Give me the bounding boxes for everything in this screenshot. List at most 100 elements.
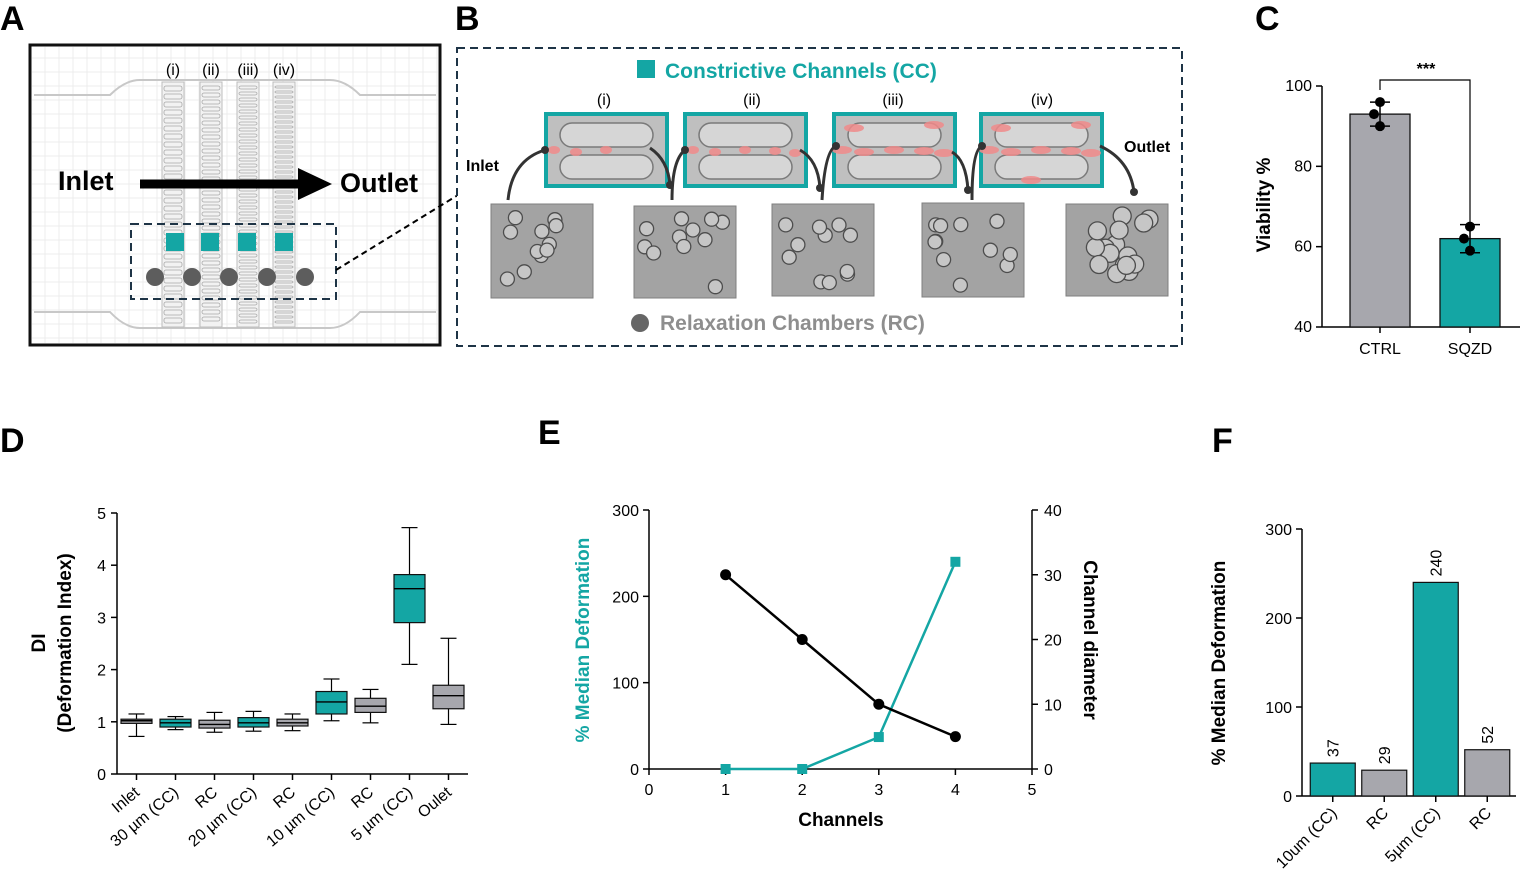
panel-label-b: B xyxy=(455,0,480,38)
channel-pillar xyxy=(163,269,183,276)
channel-pillar xyxy=(163,117,183,124)
channel-pillar xyxy=(201,134,221,140)
e-ylabel-right: Channel diameter xyxy=(1079,560,1100,720)
channel-pillar xyxy=(238,103,258,108)
channel-pillar xyxy=(274,205,294,209)
channel-pillar xyxy=(163,253,183,260)
flow-arrow-head xyxy=(964,186,972,194)
channel-pillar xyxy=(163,285,183,292)
channel-pillar xyxy=(238,115,258,120)
deformed-cell xyxy=(769,147,781,155)
cell xyxy=(932,218,949,234)
e-xtick-label: 5 xyxy=(1028,782,1037,799)
panel-label-d: D xyxy=(0,422,25,460)
d-ytick-label: 2 xyxy=(97,663,106,680)
deformed-cell xyxy=(600,146,612,154)
e-ylabel-left: % Median Deformation xyxy=(573,538,594,743)
channel-pillar xyxy=(201,120,221,126)
channel-pillar xyxy=(274,190,294,194)
channel-pillar xyxy=(238,283,258,288)
channel-pillar xyxy=(238,121,258,126)
channel-pillar xyxy=(163,85,183,92)
channel-pillar xyxy=(201,141,221,147)
channel-pillar xyxy=(201,127,221,133)
inlet-label: Inlet xyxy=(58,166,114,196)
cell xyxy=(697,232,713,248)
channel-pillar xyxy=(238,145,258,150)
channel-pillar xyxy=(274,255,294,259)
panel-label-a: A xyxy=(0,0,25,38)
rc-marker xyxy=(146,268,164,286)
panel-label-f: F xyxy=(1212,422,1233,460)
d-box xyxy=(393,573,426,624)
f-bar xyxy=(1412,581,1459,797)
channel-pillar-bottom xyxy=(559,154,654,180)
channel-pillar xyxy=(201,106,221,112)
channel-pillar xyxy=(163,173,183,180)
cell xyxy=(935,251,952,268)
flow-arrow xyxy=(799,148,822,189)
f-data-label: 37 xyxy=(1326,739,1343,757)
f-data-label: 240 xyxy=(1429,550,1446,577)
deformed-cell xyxy=(739,146,751,154)
rc-marker xyxy=(296,268,314,286)
c-data-point xyxy=(1369,109,1379,120)
channel-pillar xyxy=(274,315,294,319)
channel-pillar xyxy=(201,204,221,210)
channel-pillar xyxy=(274,150,294,154)
channel-pillar xyxy=(274,135,294,139)
channel-pillar xyxy=(201,267,221,273)
deformed-cell xyxy=(924,121,944,129)
rc-legend-label: Relaxation Chambers (RC) xyxy=(660,312,925,335)
stage-label-iv: (iv) xyxy=(1031,92,1053,109)
c-significance-bracket xyxy=(1379,79,1471,225)
channel-pillar xyxy=(274,90,294,94)
c-data-point xyxy=(1459,233,1469,244)
channel-pillar xyxy=(201,281,221,287)
cell xyxy=(1089,254,1109,275)
deformed-cell xyxy=(1001,148,1021,156)
channel-pillar-bottom xyxy=(698,154,793,180)
flow-arrow xyxy=(1099,144,1136,193)
deformed-cell xyxy=(991,124,1011,132)
cc-marker xyxy=(201,233,219,251)
channel-pillar xyxy=(201,155,221,161)
channel-pillar xyxy=(274,285,294,289)
channel-pillar xyxy=(274,320,294,324)
f-bar xyxy=(1309,762,1356,797)
e-right-tick-label: 10 xyxy=(1044,697,1062,714)
cc-marker xyxy=(166,233,184,251)
channel-pillar xyxy=(201,302,221,308)
cell xyxy=(831,217,847,233)
cc-marker xyxy=(238,233,256,251)
channel-pillar xyxy=(201,113,221,119)
rc-legend-swatch xyxy=(631,314,649,332)
f-xtick-label: 5µm (CC) xyxy=(1382,805,1443,866)
e-series-line-left xyxy=(725,561,957,771)
zoom-connector xyxy=(335,194,459,271)
e-left-tick-label: 100 xyxy=(612,676,639,693)
channel-pillar xyxy=(163,149,183,156)
panel-label-c: C xyxy=(1255,0,1280,38)
channel-pillar xyxy=(274,160,294,164)
channel-pillar xyxy=(238,205,258,210)
f-ytick-label: 100 xyxy=(1265,700,1292,717)
channel-pillar xyxy=(238,199,258,204)
channel-pillar xyxy=(163,309,183,316)
deformation-vs-diameter-chart: % Median Deformation Channel diameter Ch… xyxy=(573,503,1100,831)
channel-pillar xyxy=(238,151,258,156)
cell xyxy=(676,238,692,255)
channel-pillar xyxy=(274,140,294,144)
channel-column xyxy=(272,81,296,328)
channel-pillar xyxy=(163,141,183,148)
flow-arrow-head xyxy=(298,168,332,200)
channel-pillar xyxy=(163,213,183,220)
channel-pillar xyxy=(274,115,294,119)
channel-pillar xyxy=(274,280,294,284)
cell xyxy=(989,213,1005,229)
e-left-tick-label: 0 xyxy=(630,762,639,779)
channel-pillar-bottom xyxy=(847,154,942,180)
e-series-line-right xyxy=(724,573,956,738)
cell xyxy=(952,277,969,293)
e-right-tick-label: 0 xyxy=(1044,762,1053,779)
